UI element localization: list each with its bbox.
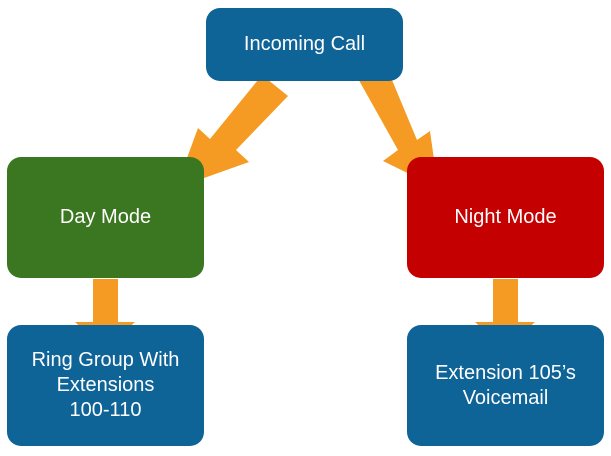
ring-group-node: Ring Group With Extensions 100-110 (7, 325, 204, 446)
arrow-incoming-to-night (356, 56, 438, 188)
night-mode-label: Night Mode (454, 206, 557, 228)
incoming-call-label: Incoming Call (243, 33, 366, 55)
day-mode-label: Day Mode (59, 206, 152, 228)
day-mode-node: Day Mode (7, 157, 204, 278)
voicemail-node: Extension 105’s Voicemail (407, 325, 604, 446)
incoming-call-node: Incoming Call (206, 8, 403, 81)
arrow-incoming-to-day (176, 75, 288, 188)
voicemail-label: Extension 105’s Voicemail (435, 361, 576, 409)
night-mode-node: Night Mode (407, 157, 604, 278)
ring-group-label: Ring Group With Extensions 100-110 (31, 349, 180, 421)
